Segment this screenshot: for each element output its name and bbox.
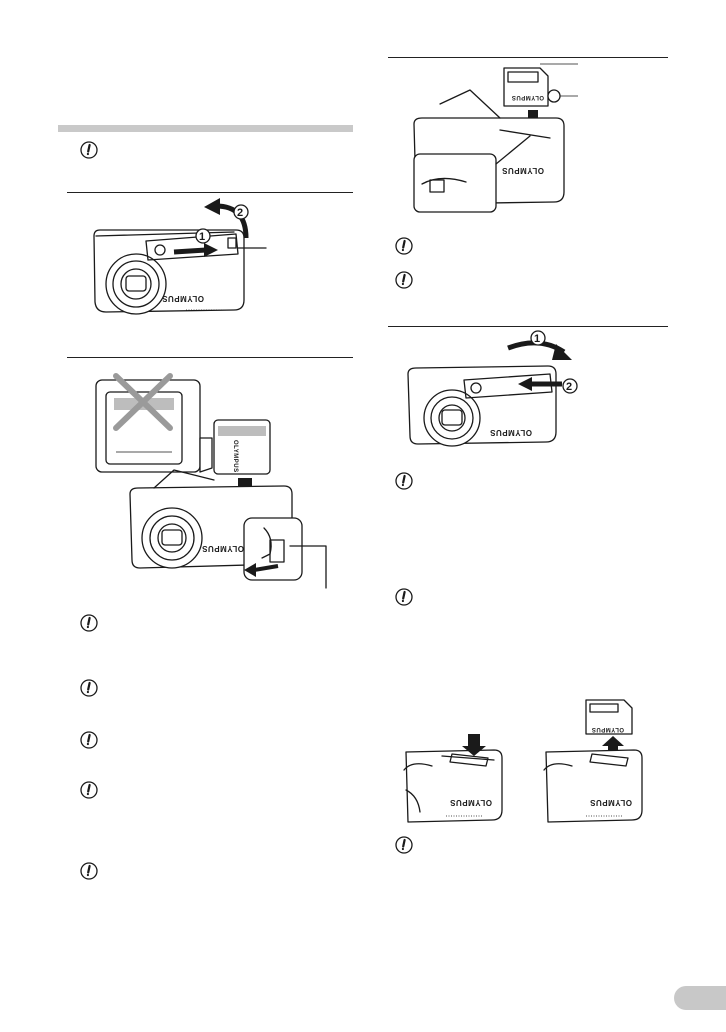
divider <box>67 357 353 358</box>
step-number-2b: 2 <box>566 381 572 393</box>
figure-open-cover: OLYMPUS 1 2 <box>93 198 267 315</box>
page-number <box>674 986 726 1010</box>
camera-brand-4: OLYMPUS <box>490 428 532 437</box>
camera-brand-5: OLYMPUS <box>450 798 492 807</box>
figure-close-cover: OLYMPUS 1 2 <box>407 330 578 447</box>
caution-icon <box>80 731 98 749</box>
figure-card-remove: OLYMPUS OLYMPUS <box>543 699 643 823</box>
divider <box>67 192 353 193</box>
caution-icon <box>395 271 413 289</box>
camera-brand: OLYMPUS <box>162 294 204 303</box>
figure-card-insert: OLYMPUS OLYMPUS <box>413 63 578 213</box>
page-number-tab <box>674 986 726 1010</box>
caution-icon <box>395 588 413 606</box>
caution-icon <box>80 862 98 880</box>
card-brand-2: OLYMPUS <box>591 726 624 732</box>
caution-icon <box>395 237 413 255</box>
step-number-2: 2 <box>237 207 243 219</box>
step-number-1: 1 <box>199 231 205 243</box>
caution-icon <box>395 836 413 854</box>
figure-card-push: OLYMPUS <box>403 734 503 823</box>
caution-icon <box>395 472 413 490</box>
figure-battery-insert: OLYMPUS OLYMPUS <box>95 373 327 589</box>
battery-brand: OLYMPUS <box>232 440 238 473</box>
step-number-1b: 1 <box>534 333 540 345</box>
caution-icon <box>80 781 98 799</box>
camera-brand-6: OLYMPUS <box>590 798 632 807</box>
caution-icon <box>80 141 98 159</box>
section-header-bar <box>58 125 353 132</box>
divider <box>388 57 668 58</box>
camera-brand-3: OLYMPUS <box>502 166 544 175</box>
card-brand: OLYMPUS <box>511 94 544 100</box>
caution-icon <box>80 614 98 632</box>
camera-brand-2: OLYMPUS <box>202 544 244 553</box>
caution-icon <box>80 679 98 697</box>
divider <box>388 326 668 327</box>
